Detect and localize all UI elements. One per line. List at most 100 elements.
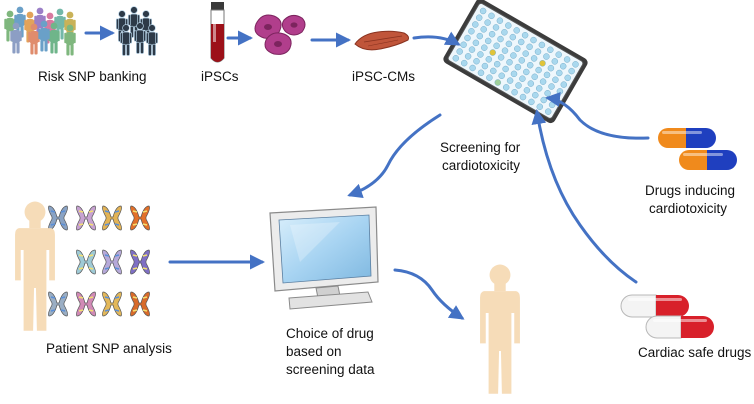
plate-well	[452, 55, 460, 62]
cardiomyocyte-icon	[354, 30, 409, 51]
plate-well	[497, 35, 504, 43]
plate-well	[480, 26, 487, 33]
label-risk-snp-banking: Risk SNP banking	[38, 69, 147, 84]
blood-tube-icon	[210, 2, 225, 63]
plate-well	[548, 83, 555, 90]
plate-well	[530, 55, 538, 62]
plate-well	[488, 30, 496, 38]
plate-well	[496, 17, 504, 24]
plate-well	[560, 81, 568, 88]
plate-well	[486, 74, 493, 81]
chromosome	[102, 291, 122, 317]
label-patient-snp-analysis: Patient SNP analysis	[46, 341, 172, 356]
plate-well	[461, 59, 468, 67]
plate-well	[539, 60, 546, 67]
label-ipscs: iPSCs	[201, 69, 239, 84]
plate-well	[528, 98, 535, 106]
plate-well	[560, 63, 567, 70]
chromosome	[48, 205, 68, 231]
label-screening-line1: Screening for	[440, 140, 521, 155]
plate-well	[519, 93, 527, 101]
plate-well	[506, 59, 513, 66]
arrow-computer-to-person	[393, 268, 465, 320]
plate-well	[502, 65, 509, 73]
plate-well	[481, 44, 488, 51]
plate-well	[568, 67, 575, 75]
plate-well	[539, 78, 547, 85]
arrow-plate-to-computer	[347, 113, 442, 199]
plate-well	[497, 54, 505, 61]
plate-well	[510, 70, 518, 78]
label-ipsc-cms: iPSC-CMs	[352, 69, 415, 84]
plate-well	[530, 36, 537, 44]
plate-well	[510, 52, 517, 59]
label-screening-line2: cardiotoxicity	[442, 158, 520, 173]
plate-well	[498, 72, 505, 79]
plate-well	[485, 56, 493, 63]
plate-well	[506, 77, 514, 84]
plate-well	[519, 75, 526, 82]
plate-well	[468, 28, 475, 35]
plate-well	[563, 56, 571, 63]
plate-well	[493, 42, 500, 49]
plate-well	[468, 46, 476, 53]
plate-well	[514, 63, 522, 71]
plate-well	[479, 7, 487, 15]
plate-well	[503, 84, 510, 91]
plate-well	[522, 50, 529, 57]
plate-well	[543, 53, 550, 60]
label-drugs-inducing-line1: Drugs inducing	[645, 183, 735, 198]
plate-well	[469, 64, 476, 72]
plate-well	[515, 82, 522, 89]
chromosome	[130, 249, 150, 275]
label-choice-line3: screening data	[286, 362, 375, 377]
plate-well	[501, 29, 508, 36]
plate-well	[572, 61, 579, 68]
plate-well	[538, 41, 546, 49]
chromosome	[102, 205, 122, 231]
plate-well	[527, 61, 534, 69]
plate-well	[460, 41, 467, 48]
ipsc-cells-icon	[254, 14, 306, 55]
plate-well	[518, 38, 525, 46]
chromosome	[76, 291, 96, 317]
plate-well	[481, 62, 489, 70]
arrow-safe-drugs-to-plate	[531, 109, 638, 284]
plate-well	[489, 49, 496, 56]
plate-well	[513, 27, 520, 34]
chromosome	[102, 249, 122, 275]
selected-people-icon	[115, 6, 159, 57]
plate-well	[534, 48, 542, 55]
label-drugs-inducing-line2: cardiotoxicity	[649, 201, 727, 216]
plate-well	[526, 43, 533, 51]
plate-well	[552, 76, 559, 83]
label-choice-line2: based on	[286, 344, 342, 359]
plate-well	[535, 66, 542, 74]
plate-well	[490, 67, 497, 75]
chromosome	[48, 291, 68, 317]
plate-well	[488, 12, 495, 20]
plate-well	[532, 91, 539, 99]
chromosome	[130, 205, 150, 231]
plate-well	[477, 69, 485, 77]
plate-well	[564, 74, 571, 82]
plate-well	[518, 57, 526, 64]
plate-well	[494, 60, 501, 68]
chromosome	[76, 205, 96, 231]
plate-well	[476, 32, 484, 40]
people-crowd-icon	[4, 6, 76, 56]
plate-well	[514, 45, 521, 52]
plate-well	[511, 89, 518, 96]
plate-well	[521, 32, 529, 39]
label-choice-line1: Choice of drug	[286, 326, 374, 341]
arrow-toxic-drugs-to-plate	[545, 91, 650, 140]
plate-well	[555, 51, 562, 58]
plate-well	[472, 39, 480, 47]
plate-well	[547, 64, 555, 72]
plate-well	[505, 22, 512, 29]
plate-well	[484, 19, 491, 26]
plate-well	[456, 48, 463, 55]
plate-well	[464, 53, 472, 60]
red-white-capsule-icon	[620, 294, 714, 339]
